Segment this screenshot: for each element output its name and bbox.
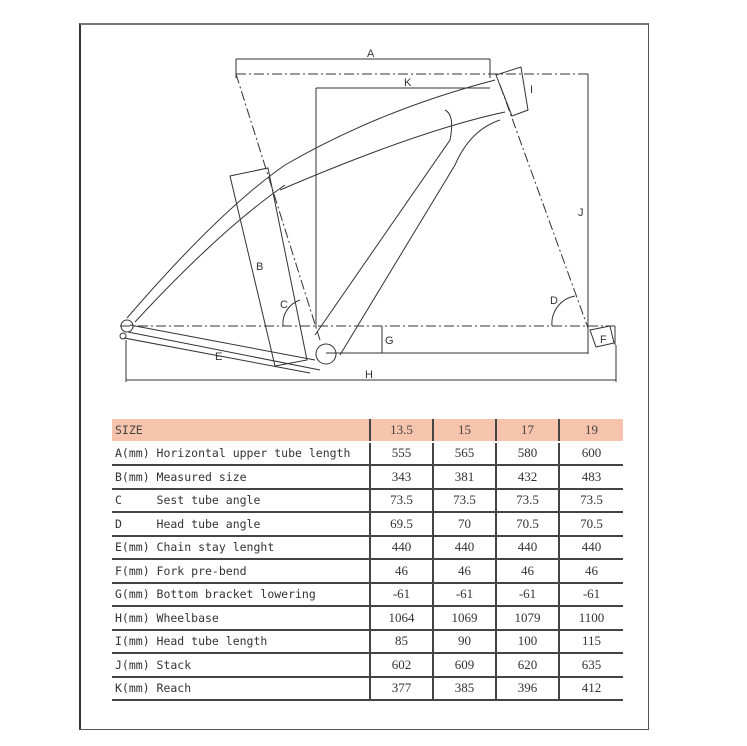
label-G: G <box>385 335 394 347</box>
cell: 580 <box>495 441 559 466</box>
row-label: J(mm) Stack <box>112 653 370 678</box>
cell: 620 <box>495 653 559 678</box>
table-row: G(mm) Bottom bracket lowering-61-61-61-6… <box>112 582 623 607</box>
cell: 343 <box>369 465 433 490</box>
table-header-row: SIZE 13.5 15 17 19 <box>112 419 623 443</box>
cell: 46 <box>369 559 433 584</box>
size-header: SIZE <box>112 419 370 443</box>
cell: 1100 <box>558 606 623 631</box>
cell: 555 <box>369 441 433 466</box>
outer-frame <box>79 23 649 730</box>
row-label: A(mm) Horizontal upper tube length <box>112 441 370 466</box>
label-C: C <box>280 299 288 311</box>
label-J: J <box>578 207 584 219</box>
row-label: E(mm) Chain stay lenght <box>112 535 370 560</box>
cell: 432 <box>495 465 559 490</box>
cell: 377 <box>369 676 433 701</box>
cell: 440 <box>495 535 559 560</box>
cell: 483 <box>558 465 623 490</box>
cell: -61 <box>558 582 623 607</box>
cell: 440 <box>369 535 433 560</box>
cell: 85 <box>369 629 433 654</box>
cell: 440 <box>558 535 623 560</box>
cell: 73.5 <box>369 488 433 513</box>
cell: 440 <box>432 535 496 560</box>
cell: 565 <box>432 441 496 466</box>
label-I: I <box>530 84 533 96</box>
cell: -61 <box>369 582 433 607</box>
row-label: I(mm) Head tube length <box>112 629 370 654</box>
cell: 70.5 <box>558 512 623 537</box>
cell: 115 <box>558 629 623 654</box>
label-H: H <box>365 369 373 381</box>
cell: 1069 <box>432 606 496 631</box>
cell: -61 <box>495 582 559 607</box>
cell: 100 <box>495 629 559 654</box>
cell: -61 <box>432 582 496 607</box>
cell: 69.5 <box>369 512 433 537</box>
label-K: K <box>404 77 412 89</box>
size-col: 17 <box>495 419 559 443</box>
cell: 385 <box>432 676 496 701</box>
row-label: D Head tube angle <box>112 512 370 537</box>
label-E: E <box>215 351 222 363</box>
size-col: 19 <box>558 419 623 443</box>
cell: 70 <box>432 512 496 537</box>
cell: 396 <box>495 676 559 701</box>
cell: 46 <box>558 559 623 584</box>
row-label: F(mm) Fork pre-bend <box>112 559 370 584</box>
row-label: G(mm) Bottom bracket lowering <box>112 582 370 607</box>
cell: 635 <box>558 653 623 678</box>
cell: 412 <box>558 676 623 701</box>
frame-geometry-diagram: A K J I B E G C D F H <box>119 48 617 382</box>
cell: 1079 <box>495 606 559 631</box>
row-label: H(mm) Wheelbase <box>112 606 370 631</box>
row-label: B(mm) Measured size <box>112 465 370 490</box>
size-col: 13.5 <box>369 419 433 443</box>
cell: 73.5 <box>432 488 496 513</box>
cell: 46 <box>495 559 559 584</box>
cell: 73.5 <box>558 488 623 513</box>
cell: 602 <box>369 653 433 678</box>
row-label: K(mm) Reach <box>112 676 370 701</box>
cell: 46 <box>432 559 496 584</box>
geometry-table: SIZE 13.5 15 17 19 A(mm) Horizontal uppe… <box>112 419 623 701</box>
cell: 1064 <box>369 606 433 631</box>
cell: 600 <box>558 441 623 466</box>
row-label: C Sest tube angle <box>112 488 370 513</box>
size-col: 15 <box>432 419 496 443</box>
cell: 609 <box>432 653 496 678</box>
cell: 381 <box>432 465 496 490</box>
label-A: A <box>367 48 375 60</box>
cell: 90 <box>432 629 496 654</box>
cell: 70.5 <box>495 512 559 537</box>
label-F: F <box>600 334 607 346</box>
label-D: D <box>550 295 558 307</box>
cell: 73.5 <box>495 488 559 513</box>
label-B: B <box>256 261 263 273</box>
